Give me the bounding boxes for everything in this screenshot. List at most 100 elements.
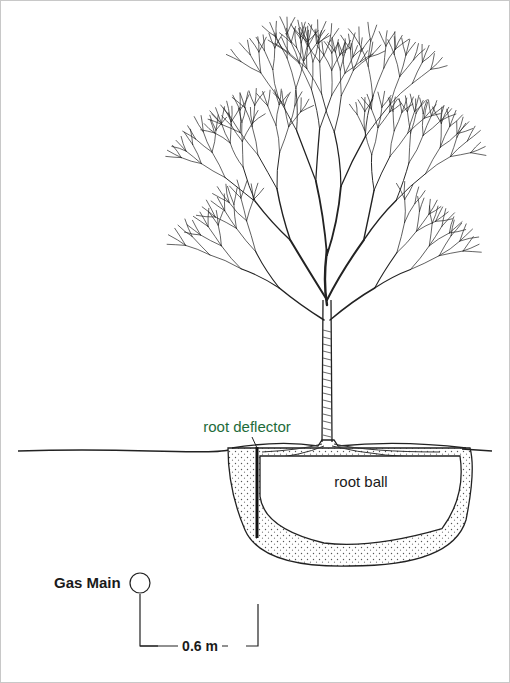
branch bbox=[259, 37, 266, 52]
branch bbox=[386, 32, 395, 46]
branch bbox=[250, 38, 259, 52]
branch bbox=[203, 132, 212, 152]
branch bbox=[331, 70, 332, 95]
branch bbox=[201, 164, 225, 178]
branch bbox=[394, 37, 396, 55]
trunk-texture bbox=[323, 330, 331, 437]
branch bbox=[460, 237, 479, 241]
branch bbox=[456, 121, 457, 137]
branch bbox=[277, 189, 290, 241]
branch bbox=[420, 198, 425, 211]
branch bbox=[439, 236, 451, 256]
branch bbox=[415, 99, 417, 113]
branch bbox=[261, 73, 279, 98]
branch bbox=[312, 90, 320, 130]
branch bbox=[297, 48, 307, 69]
branch bbox=[411, 113, 417, 133]
branch bbox=[441, 107, 448, 123]
branch bbox=[440, 123, 441, 147]
branch bbox=[245, 107, 253, 126]
branch bbox=[372, 128, 378, 155]
branch bbox=[397, 183, 405, 199]
branch bbox=[240, 110, 242, 133]
branch bbox=[390, 84, 412, 105]
branch bbox=[397, 222, 405, 252]
branch bbox=[394, 112, 402, 131]
branch bbox=[388, 40, 395, 55]
node-text: Gas Main bbox=[54, 571, 121, 595]
branch bbox=[365, 104, 390, 137]
branch bbox=[273, 70, 279, 98]
branch bbox=[187, 225, 201, 235]
branch bbox=[252, 127, 258, 155]
branch bbox=[176, 140, 186, 151]
branch bbox=[417, 214, 429, 231]
branch bbox=[350, 104, 358, 114]
branch bbox=[316, 181, 327, 255]
branch bbox=[322, 94, 335, 132]
trunk-band bbox=[323, 379, 331, 381]
trunk-band bbox=[323, 407, 331, 409]
branch bbox=[429, 226, 442, 246]
branch bbox=[426, 157, 451, 174]
branch bbox=[393, 111, 394, 131]
trunk-band bbox=[323, 421, 331, 423]
branch bbox=[411, 256, 440, 270]
branch bbox=[258, 37, 259, 52]
branch bbox=[242, 141, 244, 167]
branch bbox=[218, 225, 221, 246]
branch bbox=[415, 95, 419, 111]
branch bbox=[430, 206, 433, 223]
branch bbox=[334, 132, 341, 186]
branch bbox=[268, 90, 270, 106]
branch bbox=[397, 231, 417, 253]
branch bbox=[371, 25, 377, 41]
tree-crown bbox=[166, 17, 486, 320]
branch bbox=[407, 97, 413, 112]
branch bbox=[226, 184, 229, 202]
branch bbox=[368, 66, 372, 97]
branch bbox=[230, 116, 241, 133]
branch bbox=[374, 157, 390, 191]
branch bbox=[407, 112, 410, 134]
branch bbox=[364, 98, 365, 112]
tree-trunk bbox=[322, 300, 332, 442]
branch bbox=[317, 20, 319, 38]
branch bbox=[229, 203, 246, 221]
branch bbox=[330, 288, 375, 320]
branch bbox=[226, 55, 240, 62]
branch bbox=[436, 219, 453, 222]
branch bbox=[390, 133, 408, 156]
branch bbox=[215, 217, 236, 228]
branch bbox=[218, 211, 223, 225]
branch bbox=[256, 252, 279, 288]
branch bbox=[231, 49, 241, 61]
branch bbox=[212, 114, 222, 125]
branch bbox=[370, 51, 385, 57]
branch bbox=[415, 187, 419, 203]
pipe-section bbox=[130, 573, 150, 593]
branch bbox=[432, 206, 438, 223]
branch bbox=[274, 34, 283, 49]
branch bbox=[388, 98, 393, 111]
branch bbox=[320, 42, 330, 63]
trunk-band bbox=[323, 365, 331, 367]
branch bbox=[268, 40, 282, 49]
branch bbox=[264, 51, 272, 70]
branch bbox=[365, 97, 372, 137]
branch bbox=[241, 122, 243, 141]
root-ball: root ball bbox=[258, 455, 464, 547]
branch bbox=[332, 55, 340, 70]
branch bbox=[450, 153, 470, 157]
leader-line bbox=[252, 437, 257, 448]
branch bbox=[426, 147, 441, 173]
branch bbox=[277, 153, 280, 189]
branch bbox=[237, 180, 241, 198]
branch bbox=[350, 33, 355, 49]
branch bbox=[255, 92, 265, 106]
branch bbox=[352, 44, 353, 57]
planting-pit bbox=[228, 448, 472, 566]
branch bbox=[253, 188, 263, 200]
branch bbox=[441, 109, 452, 121]
branch bbox=[378, 92, 382, 107]
